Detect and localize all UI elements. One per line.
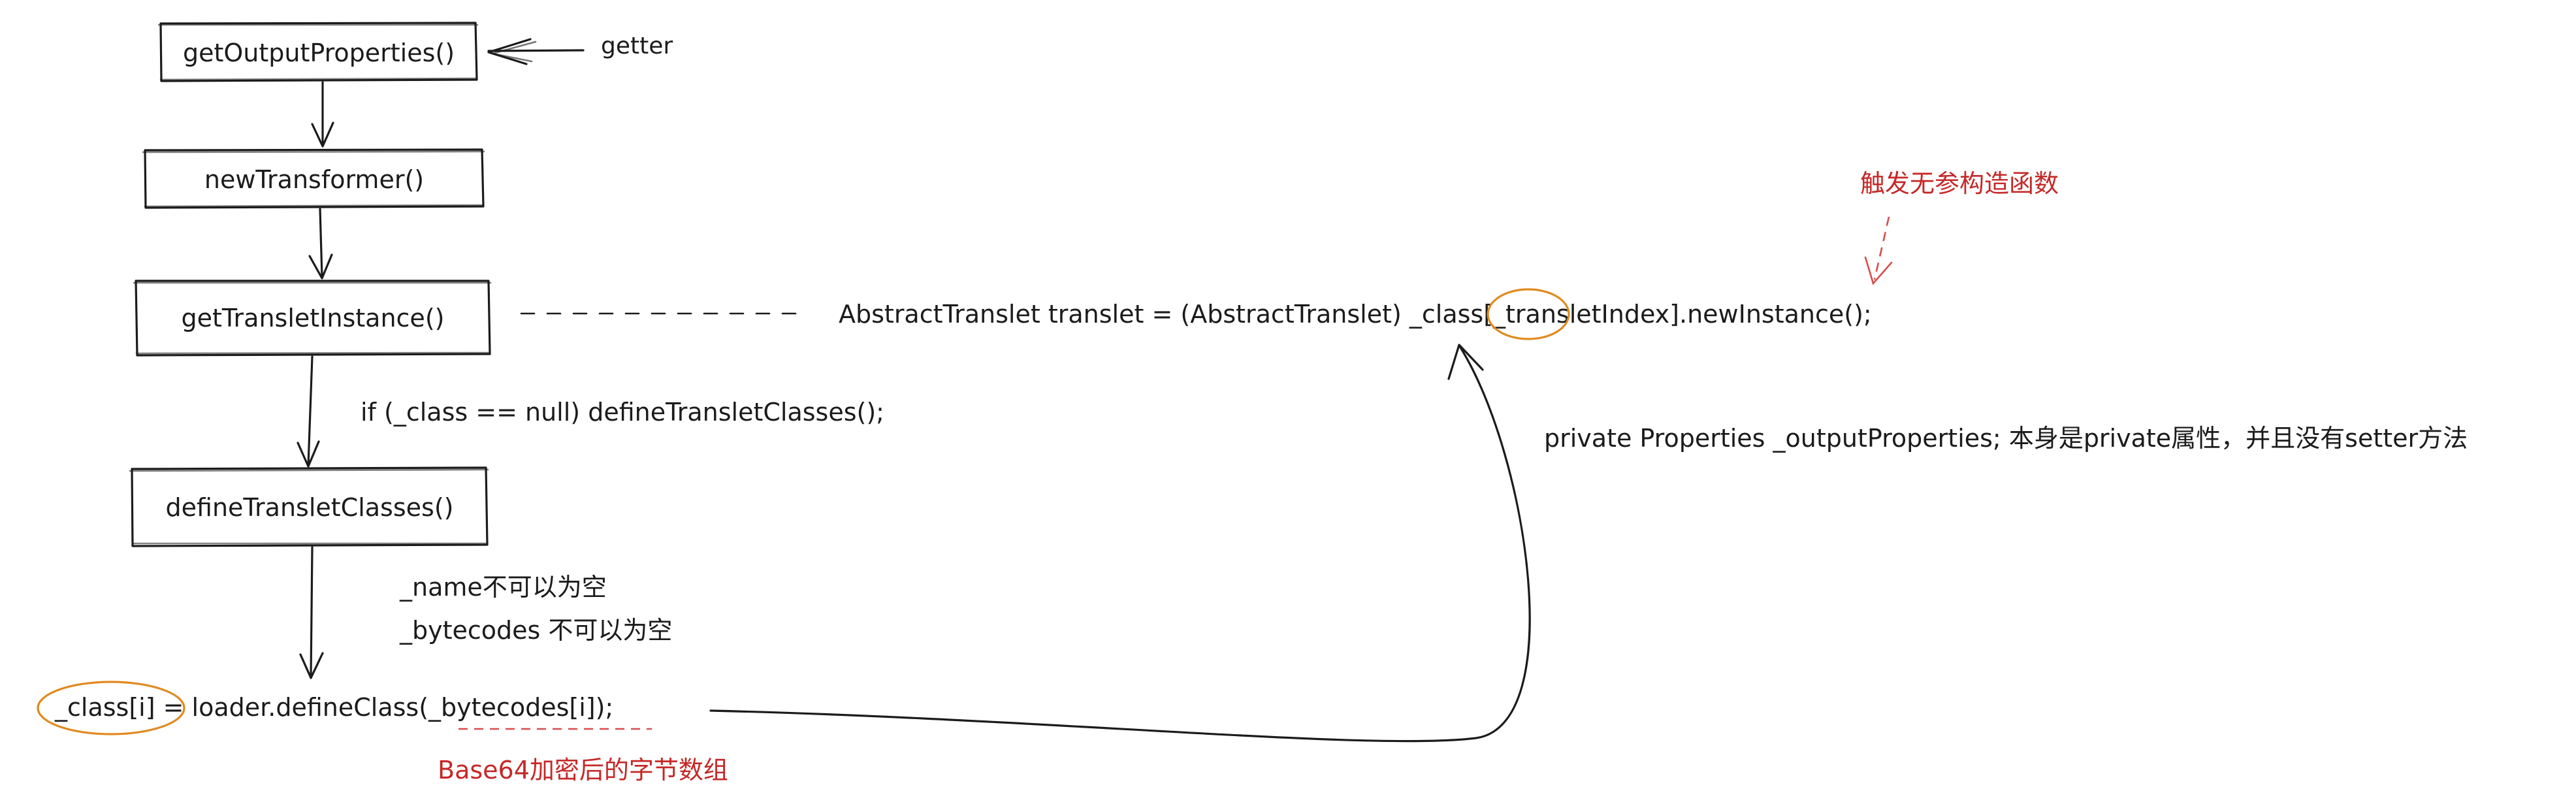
arrow-output-to-transformer xyxy=(311,81,334,148)
highlight-class-array xyxy=(37,681,185,735)
if-condition: if (_class == null) defineTransletClasse… xyxy=(361,398,884,427)
box-label-new-transformer: newTransformer() xyxy=(204,165,424,194)
translet-code: AbstractTranslet translet = (AbstractTra… xyxy=(839,300,1872,329)
arrow-define-to-code xyxy=(299,546,324,679)
getter-arrow xyxy=(487,38,585,65)
box-get-output-properties: getOutputProperties() xyxy=(157,22,479,82)
arrow-transformer-to-instance xyxy=(308,208,333,280)
curve-define-to-translet xyxy=(709,344,1531,743)
box-label-get-output-properties: getOutputProperties() xyxy=(183,39,455,67)
arrow-instance-to-define xyxy=(297,355,320,468)
base64-note: Base64加密后的字节数组 xyxy=(438,756,728,784)
box-get-translet-instance: getTransletInstance() xyxy=(133,280,492,357)
define-class-code: _class[i] = loader.defineClass(_bytecode… xyxy=(54,693,613,722)
getter-label: getter xyxy=(601,33,673,59)
trigger-arrow-head xyxy=(1864,256,1893,285)
private-note: private Properties _outputProperties; 本身… xyxy=(1544,424,2468,453)
bytecodes-note: _bytecodes 不可以为空 xyxy=(399,616,672,645)
name-note: _name不可以为空 xyxy=(399,573,607,602)
highlight-class-translet xyxy=(1487,288,1570,340)
trigger-arrow-line xyxy=(1873,216,1890,280)
box-new-transformer: newTransformer() xyxy=(142,148,485,209)
box-define-translet-classes: defineTransletClasses() xyxy=(129,466,489,547)
box-label-get-translet-instance: getTransletInstance() xyxy=(182,304,445,332)
trigger-note: 触发无参构造函数 xyxy=(1860,169,2059,198)
box-label-define-translet-classes: defineTransletClasses() xyxy=(166,493,454,522)
